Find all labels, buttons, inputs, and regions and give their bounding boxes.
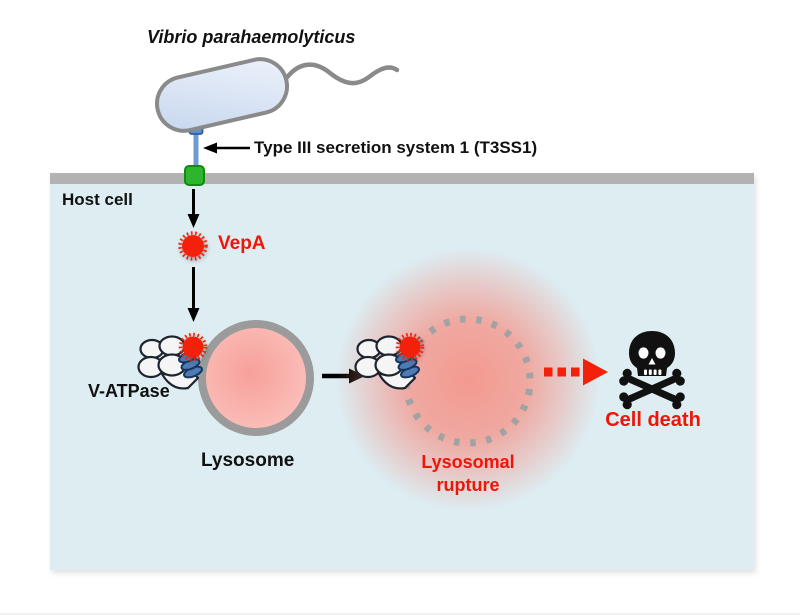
death-arrow xyxy=(544,358,608,386)
t3ss-pointer-arrow xyxy=(203,142,250,154)
lysosome-label: Lysosome xyxy=(201,450,295,471)
injection-arrow xyxy=(187,189,200,228)
rupture-label-line1: Lysosomal xyxy=(421,452,515,472)
lysosomal-rupture-label: Lysosomal rupture xyxy=(393,451,543,497)
cell-death-label: Cell death xyxy=(605,409,701,431)
flagellum-icon xyxy=(282,62,400,86)
rupture-label-line2: rupture xyxy=(436,475,500,495)
targeting-arrow xyxy=(187,267,200,322)
lysosome-icon xyxy=(198,320,314,436)
t3ss-label: Type III secretion system 1 (T3SS1) xyxy=(254,138,538,157)
bacterium-icon xyxy=(154,57,400,133)
organism-label: Vibrio parahaemolyticus xyxy=(147,27,356,47)
rupture-glow xyxy=(336,248,600,512)
host-cell-label: Host cell xyxy=(62,190,133,209)
v-atpase-label: V-ATPase xyxy=(88,381,170,401)
skull-icon xyxy=(617,331,687,411)
vepa-starburst-icon xyxy=(178,231,208,261)
vepa-label: VepA xyxy=(218,233,266,254)
translocon-icon xyxy=(184,165,205,186)
plasma-membrane xyxy=(50,173,754,184)
